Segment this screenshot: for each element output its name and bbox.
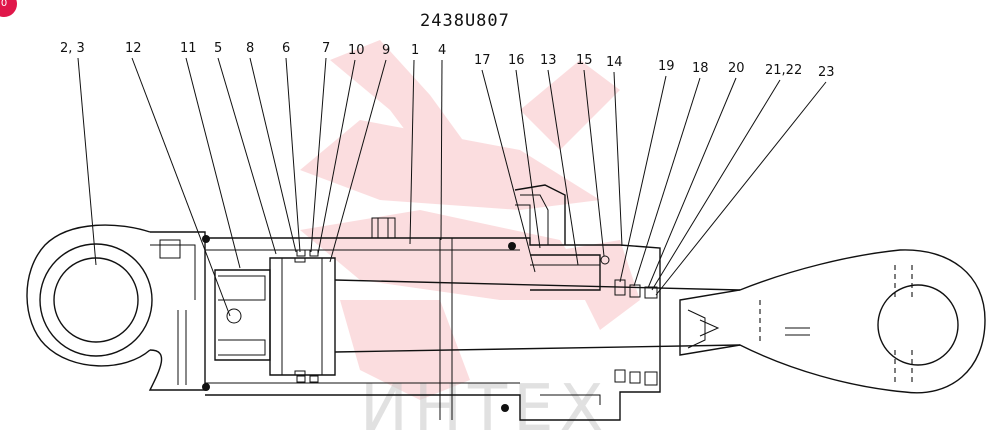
watermark-logo — [300, 40, 640, 400]
label-6: 6 — [282, 41, 290, 56]
label-19: 19 — [658, 59, 675, 74]
cylinder-barrel — [202, 217, 661, 421]
notification-badge: 0 — [0, 0, 17, 17]
label-21-22: 21,22 — [765, 63, 802, 78]
label-12: 12 — [125, 41, 142, 56]
label-23: 23 — [818, 65, 835, 80]
label-14: 14 — [606, 55, 623, 70]
drawing-number: 2438U807 — [420, 11, 510, 31]
leader-lines — [77, 57, 827, 317]
right-mounting-eye — [679, 249, 986, 394]
label-20: 20 — [728, 61, 745, 76]
piston-assembly — [214, 249, 336, 383]
label-10: 10 — [348, 43, 365, 58]
label-9: 9 — [382, 43, 390, 58]
label-15: 15 — [576, 53, 593, 68]
left-mounting-eye — [26, 224, 206, 391]
label-7: 7 — [322, 41, 330, 56]
label-11: 11 — [180, 41, 197, 56]
label-1: 1 — [411, 43, 419, 58]
label-4: 4 — [438, 43, 446, 58]
label-13: 13 — [540, 53, 557, 68]
piston-rod — [334, 238, 741, 420]
label-2-3: 2, 3 — [60, 41, 85, 56]
label-18: 18 — [692, 61, 709, 76]
part-labels: 2, 3 12 11 5 8 6 7 10 9 1 4 17 16 13 15 … — [60, 41, 835, 80]
label-5: 5 — [214, 41, 222, 56]
cylinder-head-gland — [514, 184, 658, 405]
watermark-text: ИНТЕХ — [360, 372, 609, 440]
label-17: 17 — [474, 53, 491, 68]
label-16: 16 — [508, 53, 525, 68]
label-8: 8 — [246, 41, 254, 56]
